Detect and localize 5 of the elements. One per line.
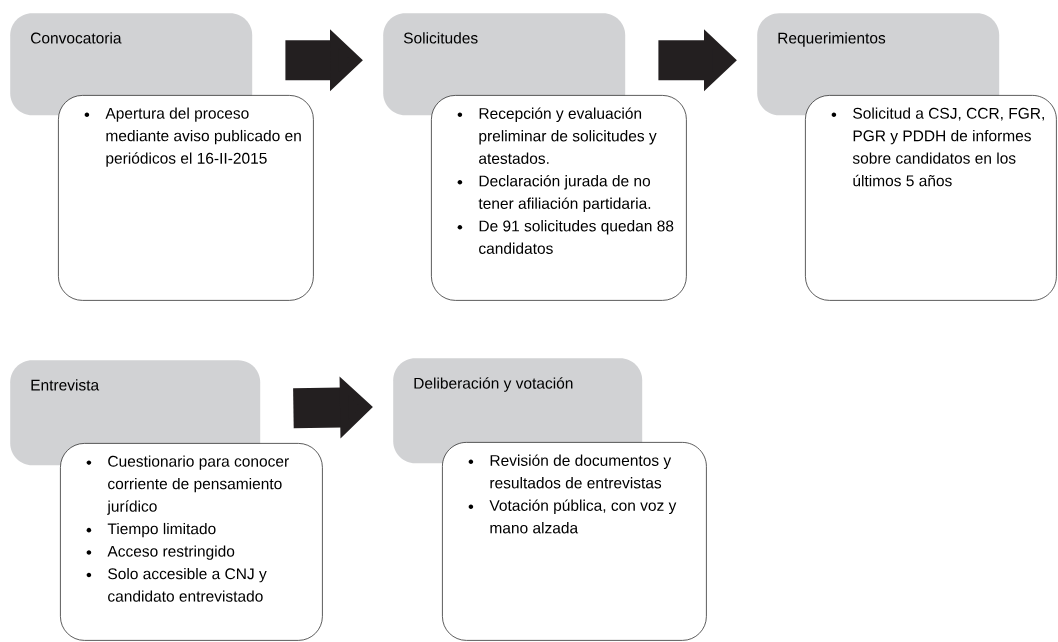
bullet-box: Solicitud a CSJ, CCR, FGR, PGR y PDDH de informes sobre candidatos en los últimos 5 años [805,95,1057,301]
bullet-box: Revisión de documentos y resultados de entrevistas Votación pública, con voz y mano alzada [442,442,707,641]
bullet-box: Apertura del proceso mediante aviso publicado en periódicos el 16-II-2015 [58,95,314,301]
bullet-box: Cuestionario para conocer corriente de pensamiento jurídico Tiempo limitado Acceso restringido Solo accesible a CNJ y candidato entrevistado [60,443,323,641]
bullet-box: Recepción y evaluación preliminar de solicitudes y atestados. Declaración jurada de no tener afiliación partidaria. De 91 solicitudes quedan 88 candidatos [431,95,687,301]
